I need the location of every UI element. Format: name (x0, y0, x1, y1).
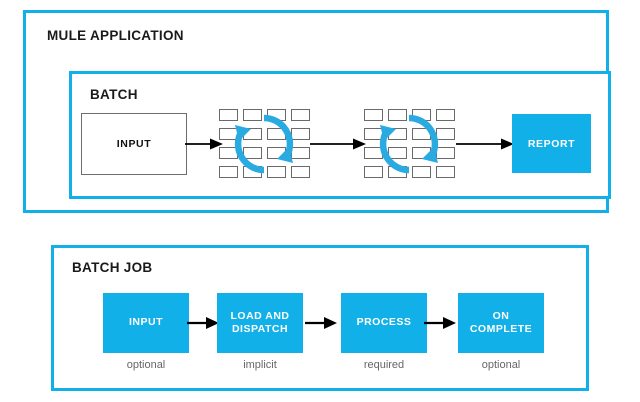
record-cells (219, 109, 311, 179)
batch-input-box: INPUT (81, 113, 187, 175)
batch-panel: BATCH INPUT (69, 71, 611, 199)
record-cell (291, 166, 310, 178)
arrow-right-icon (305, 317, 337, 329)
record-cell (243, 109, 262, 121)
batch-job-title: BATCH JOB (72, 260, 153, 275)
arrow-right-icon (456, 138, 514, 150)
record-cell (267, 147, 286, 159)
record-cell (219, 166, 238, 178)
record-cell (388, 147, 407, 159)
record-cell (364, 128, 383, 140)
record-cell (364, 109, 383, 121)
mule-application-panel: MULE APPLICATION BATCH INPUT (23, 10, 611, 213)
record-cell (267, 109, 286, 121)
record-cell (243, 166, 262, 178)
batch-title: BATCH (90, 87, 138, 102)
record-cell (436, 109, 455, 121)
record-grid-2 (364, 109, 456, 179)
record-cell (267, 166, 286, 178)
arrow-right-icon (424, 317, 456, 329)
batch-job-stage-load-and-dispatch: LOAD AND DISPATCH (217, 293, 303, 353)
record-cell (219, 109, 238, 121)
record-cell (436, 147, 455, 159)
batch-job-caption-on-complete: optional (481, 359, 521, 371)
record-cell (219, 128, 238, 140)
record-cell (412, 109, 431, 121)
record-cell (243, 128, 262, 140)
record-cell (243, 147, 262, 159)
record-cell (436, 166, 455, 178)
record-cell (267, 128, 286, 140)
record-cell (291, 147, 310, 159)
record-cell (412, 147, 431, 159)
record-cell (388, 166, 407, 178)
arrow-right-icon (187, 317, 219, 329)
arrow-right-icon (310, 138, 366, 150)
mule-application-title: MULE APPLICATION (47, 28, 184, 43)
record-grid-1 (219, 109, 311, 179)
batch-job-caption-input: optional (126, 359, 166, 371)
record-cell (436, 128, 455, 140)
batch-report-box: REPORT (512, 114, 591, 173)
batch-job-stage-on-complete: ON COMPLETE (458, 293, 544, 353)
record-cell (388, 128, 407, 140)
arrow-right-icon (185, 138, 223, 150)
record-cell (291, 109, 310, 121)
record-cell (388, 109, 407, 121)
batch-job-stage-input: INPUT (103, 293, 189, 353)
record-cells (364, 109, 456, 179)
record-cell (364, 147, 383, 159)
batch-job-panel: BATCH JOB INPUT optional LOAD AND DISPAT… (51, 245, 589, 391)
record-cell (291, 128, 310, 140)
record-cell (364, 166, 383, 178)
record-cell (412, 128, 431, 140)
record-cell (412, 166, 431, 178)
batch-job-caption-process: required (363, 359, 405, 371)
batch-job-caption-load-and-dispatch: implicit (243, 359, 277, 371)
batch-job-stage-process: PROCESS (341, 293, 427, 353)
batch-flow-diagram: INPUT (72, 74, 608, 196)
record-cell (219, 147, 238, 159)
